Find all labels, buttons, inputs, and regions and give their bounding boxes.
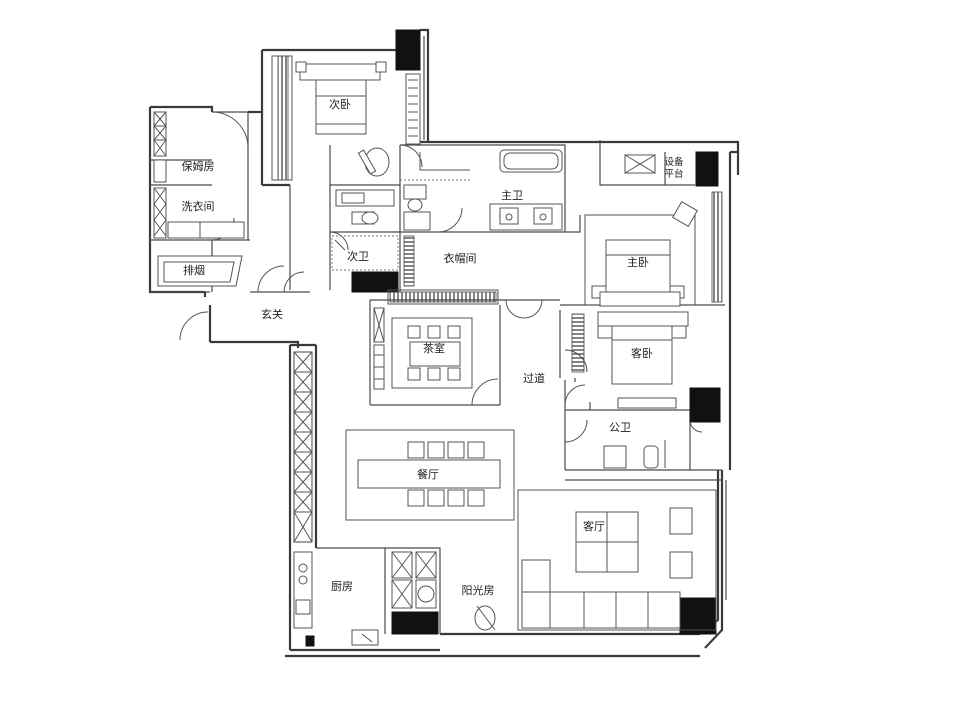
living-room-furniture: [517, 489, 717, 631]
column: [351, 271, 399, 293]
label-master-bath: 主卫: [501, 189, 523, 202]
secondary-bedroom-furniture: [271, 55, 421, 181]
label-equipment-1: 设备: [664, 156, 684, 168]
label-nanny-room: 保姆房: [182, 159, 215, 173]
column: [391, 611, 439, 635]
label-public-bath: 公卫: [609, 421, 631, 434]
sunroom-furniture: [474, 605, 496, 631]
master-bath-fixtures: [400, 149, 563, 231]
label-master-bedroom: 主卧: [627, 256, 649, 269]
label-equipment-2: 平台: [664, 168, 683, 180]
exterior-walls: [148, 28, 740, 658]
guest-bedroom-furniture: [571, 311, 689, 409]
master-bedroom-furniture: [584, 191, 723, 307]
label-living-room: 客厅: [583, 519, 605, 533]
public-bath-fixtures: [603, 440, 666, 469]
left-wall-cabinets: [293, 351, 313, 543]
nanny-laundry-furniture: [153, 111, 245, 287]
label-secondary-bath: 次卫: [347, 249, 369, 263]
label-sunroom: 阳光房: [462, 583, 495, 597]
label-tea-room: 茶室: [423, 341, 445, 355]
label-guest-bedroom: 客卧: [631, 346, 653, 360]
label-laundry: 洗衣间: [182, 199, 215, 213]
secondary-bath-fixtures: [331, 189, 399, 271]
tea-room-furniture: [373, 307, 473, 390]
column: [305, 635, 315, 647]
interior-walls: [150, 111, 725, 634]
label-entrance: 玄关: [261, 307, 283, 321]
label-kitchen: 厨房: [331, 580, 353, 593]
label-walk-in-closet: 衣帽间: [444, 251, 477, 265]
label-flue: 排烟: [183, 263, 205, 277]
column: [395, 29, 421, 71]
label-secondary-bedroom: 次卧: [329, 97, 351, 111]
column: [695, 151, 719, 187]
label-corridor: 过道: [523, 371, 545, 385]
walk-in-closet-furniture: [387, 235, 499, 305]
label-dining-room: 餐厅: [417, 467, 439, 481]
kitchen-furniture: [293, 551, 437, 646]
window-strips: [423, 36, 727, 600]
structural-columns: [305, 29, 721, 647]
equipment-platform: [624, 154, 656, 174]
room-labels: 次卧 保姆房 洗衣间 排烟 主卫 设备 平台 次卫 衣帽间 主卧 玄关 茶室 过…: [182, 97, 684, 597]
column: [679, 597, 717, 635]
dining-room-furniture: [345, 429, 515, 521]
column: [689, 387, 721, 423]
